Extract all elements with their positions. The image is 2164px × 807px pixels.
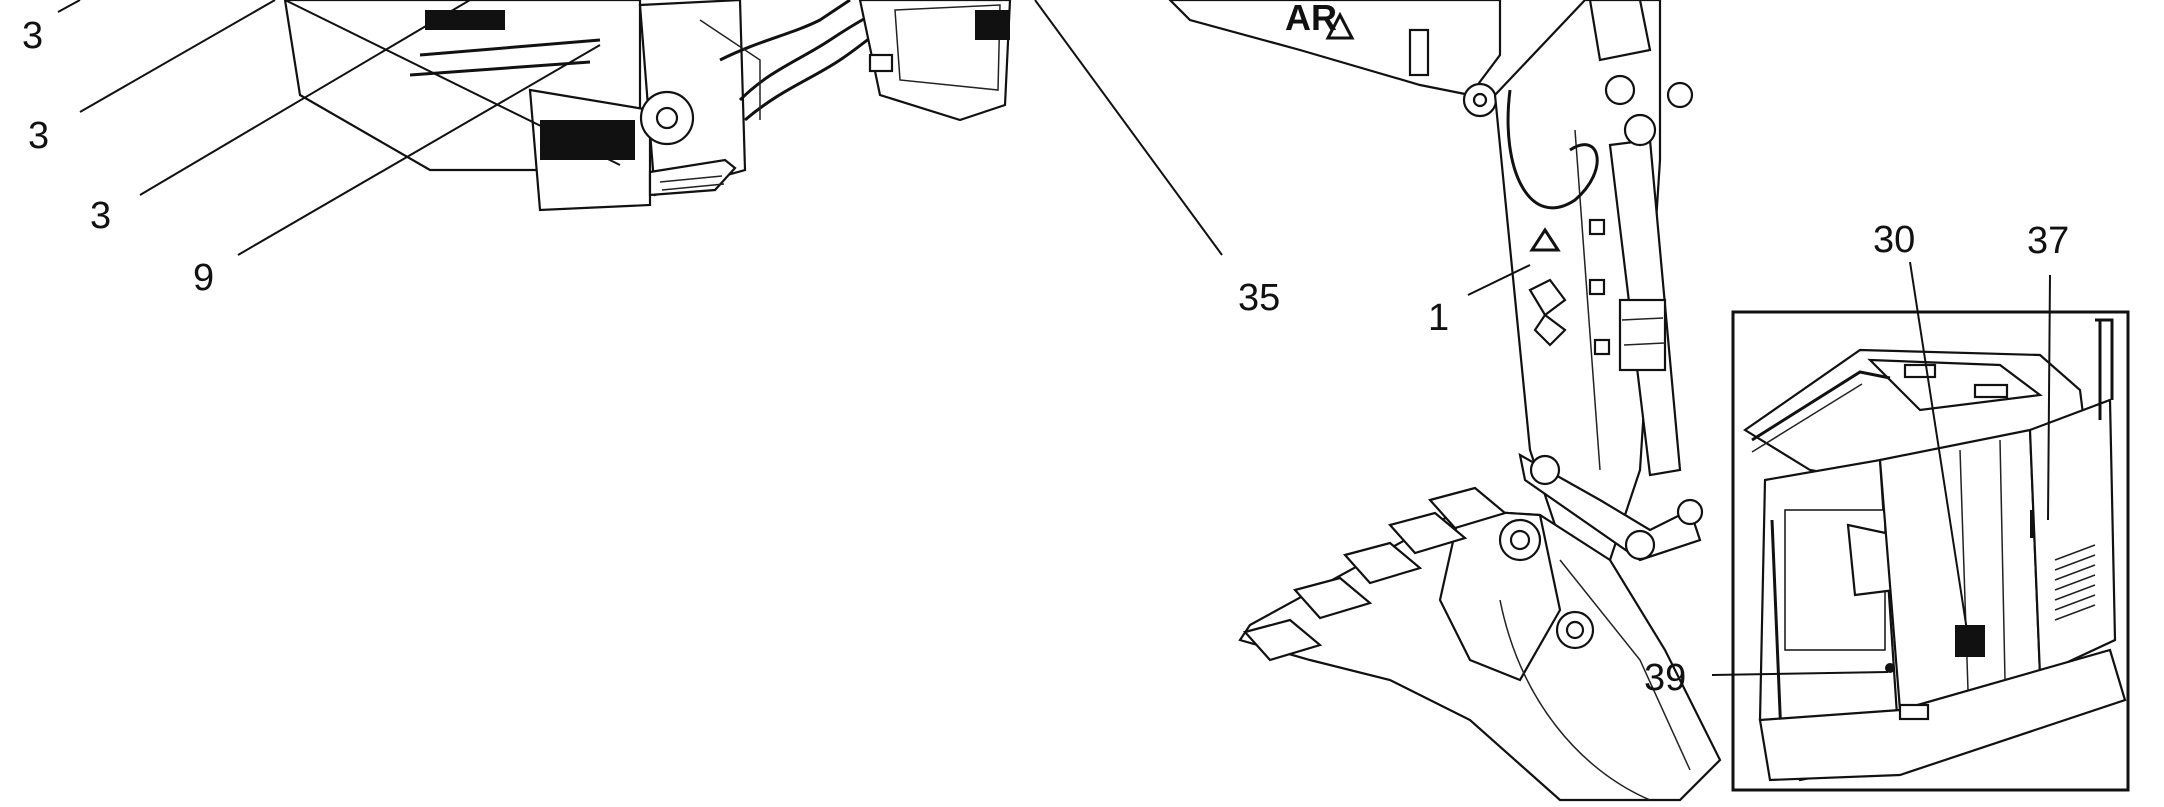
cab-detail-inset (1731, 310, 2130, 792)
excavator-boom-and-arm: AR (1168, 0, 1704, 562)
callout-1: 1 (1428, 297, 1449, 339)
callout-labels: 3 3 3 9 35 1 30 37 39 (22, 15, 2069, 699)
callout-39: 39 (1644, 657, 1686, 699)
callout-3-middle: 3 (28, 115, 49, 157)
callout-35: 35 (1238, 277, 1280, 319)
callout-3-top: 3 (22, 15, 43, 57)
callout-3-bottom: 3 (90, 195, 111, 237)
excavator-upper-body (283, 0, 1012, 212)
excavator-bucket (1238, 486, 1722, 802)
leader-lines (57, 0, 2051, 676)
callout-9: 9 (193, 257, 214, 299)
callout-30: 30 (1873, 219, 1915, 261)
svg-text:AR: AR (1285, 0, 1337, 38)
callout-37: 37 (2027, 220, 2069, 262)
